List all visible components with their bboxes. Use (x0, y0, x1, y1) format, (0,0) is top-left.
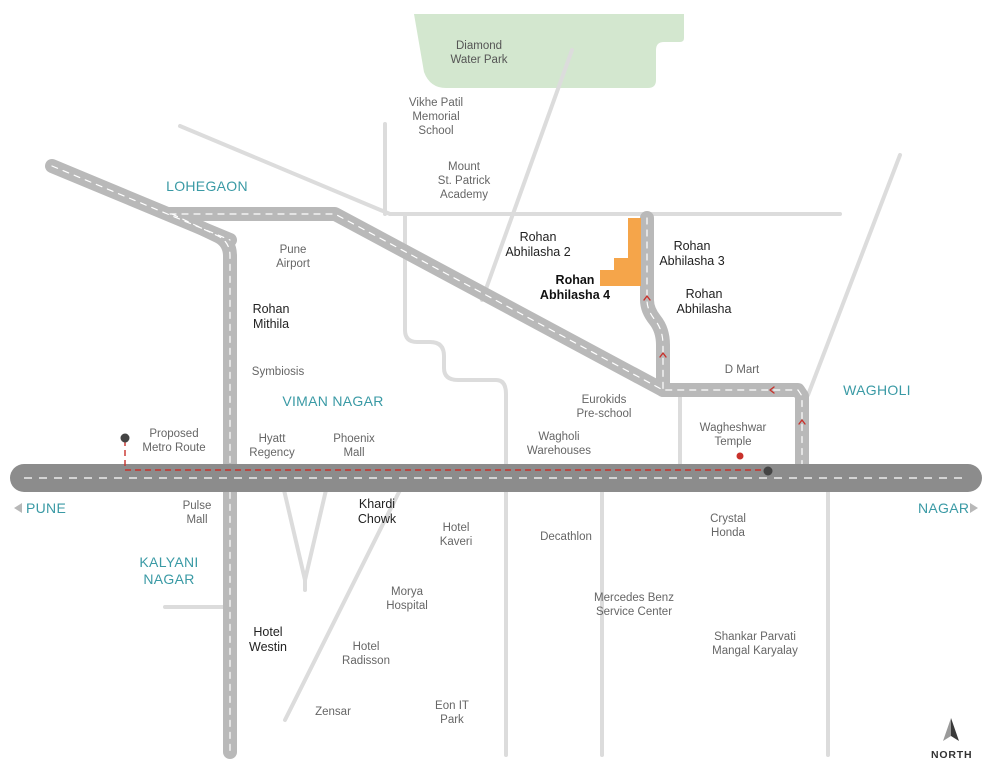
north-label: NORTH (931, 749, 973, 761)
major-roads (45, 159, 809, 759)
project-rohan-mithila: Rohan Mithila (252, 302, 290, 331)
label-hotel-kaveri: Hotel Kaveri (439, 522, 473, 548)
label-morya-hospital: Morya Hospital (386, 586, 428, 612)
minor-road (403, 212, 508, 757)
label-vikhe-patil-school: Vikhe Patil Memorial School (408, 97, 464, 137)
metro-start-dot (120, 433, 130, 443)
minor-road (282, 488, 307, 582)
arrow-left-icon (14, 503, 22, 513)
label-d-mart: D Mart (724, 364, 760, 376)
direction-label-pune: PUNE (26, 500, 67, 516)
project-rohan-abhilasha: Rohan Abhilasha (676, 287, 732, 316)
label-decathlon: Decathlon (540, 531, 592, 543)
label-mount-st-patrick: Mount St. Patrick Academy (437, 161, 491, 201)
label-symbiosis: Symbiosis (251, 366, 305, 378)
label-pulse-mall: Pulse Mall (182, 500, 212, 526)
metro-end-dot (763, 466, 773, 476)
label-mercedes-benz: Mercedes Benz Service Center (594, 592, 674, 618)
diamond-water-park-area (414, 14, 684, 88)
north-arrow-icon (943, 718, 959, 741)
label-hyatt-regency: Hyatt Regency (249, 433, 295, 459)
label-eurokids: Eurokids Pre-school (576, 394, 632, 420)
diamond-water-park-label: Diamond Water Park (450, 40, 508, 66)
project-rohan-abhilasha-4: Rohan Abhilasha 4 (539, 273, 611, 302)
label-eon-it-park: Eon IT Park (435, 700, 469, 726)
minor-road (283, 488, 402, 722)
label-proposed-metro: Proposed Metro Route (142, 428, 206, 454)
label-phoenix-mall: Phoenix Mall (333, 433, 375, 459)
chevron-up-icon (798, 419, 806, 425)
rohan-abhilasha-4-site (600, 218, 641, 286)
route-chevrons (643, 295, 806, 425)
label-wagholi-warehouses: Wagholi Warehouses (526, 431, 592, 457)
project-rohan-abhilasha-3: Rohan Abhilasha 3 (659, 239, 725, 268)
label-zensar: Zensar (315, 706, 351, 718)
arrow-right-icon (970, 503, 978, 513)
chevron-left-icon (769, 386, 775, 394)
north-compass: NORTH (931, 718, 973, 761)
minor-road (806, 153, 902, 397)
area-label-kalyani-nagar: KALYANI NAGAR (139, 554, 199, 587)
wagheshwar-temple-marker (736, 452, 744, 460)
label-hotel-westin: Hotel Westin (249, 625, 287, 654)
minor-roads (163, 48, 902, 757)
minor-road (178, 124, 392, 216)
chevron-up-icon (659, 352, 667, 358)
label-khardi-chowk: Khardi Chowk (357, 497, 397, 526)
project-rohan-abhilasha-2: Rohan Abhilasha 2 (505, 230, 571, 259)
area-label-lohegaon: LOHEGAON (166, 178, 248, 194)
label-hotel-radisson: Hotel Radisson (342, 641, 390, 667)
label-shankar-parvati: Shankar Parvati Mangal Karyalay (712, 631, 798, 657)
area-label-wagholi: WAGHOLI (843, 382, 911, 398)
minor-road (480, 48, 574, 302)
chevron-up-icon (643, 295, 651, 301)
label-wagheshwar-temple: Wagheshwar Temple (699, 422, 767, 448)
label-crystal-honda: Crystal Honda (710, 513, 746, 539)
proposed-metro-route (120, 433, 773, 476)
direction-label-nagar: NAGAR (918, 500, 970, 516)
area-label-viman-nagar: VIMAN NAGAR (282, 393, 384, 409)
label-pune-airport: Pune Airport (276, 244, 310, 270)
minor-road (303, 488, 328, 582)
